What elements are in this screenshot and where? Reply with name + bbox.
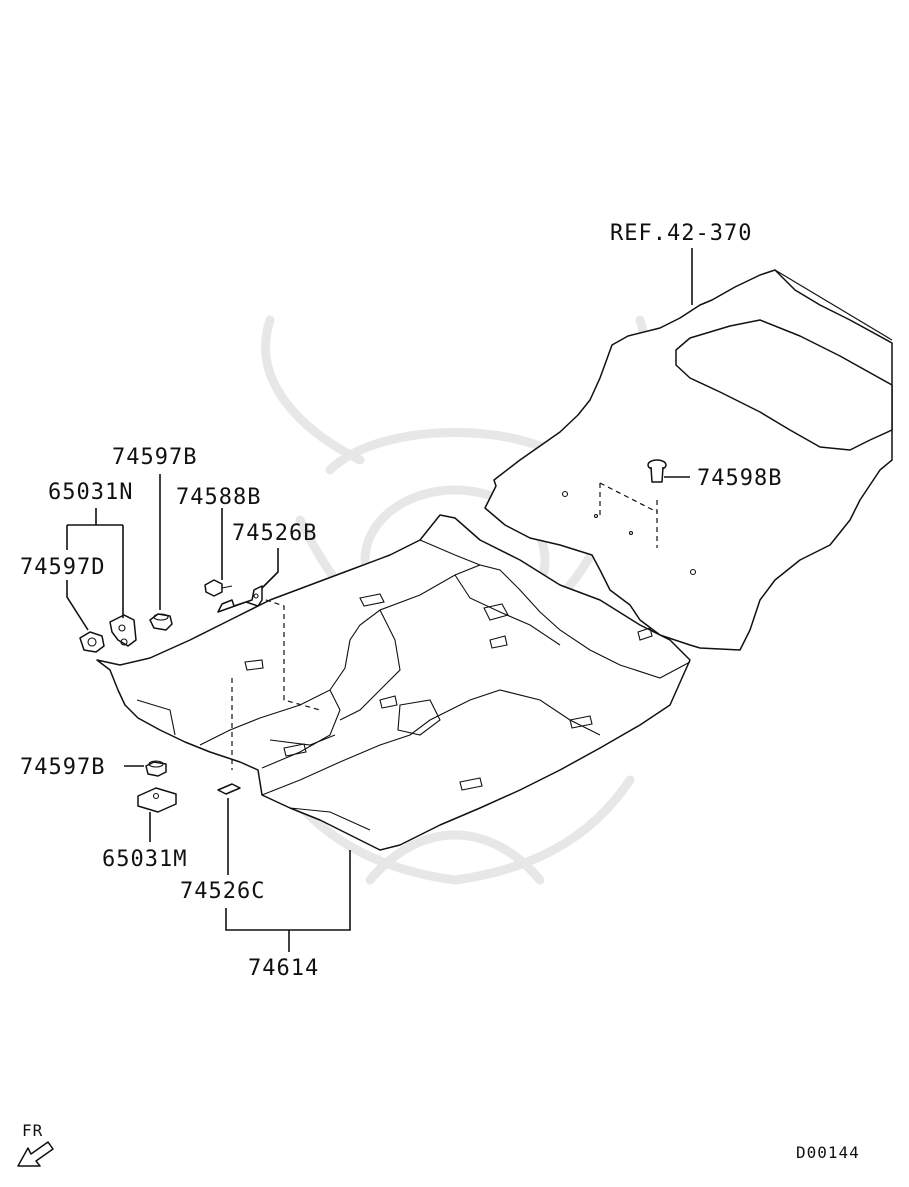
bracket-74526B — [217, 585, 263, 613]
front-label: FR — [22, 1121, 43, 1140]
callout-74526C: 74526C — [180, 879, 265, 904]
floor-carpet — [96, 514, 691, 851]
clip-74598B — [647, 459, 667, 483]
callout-74597D: 74597D — [20, 555, 105, 580]
callout-ref: REF.42-370 — [610, 221, 752, 246]
plate-65031M — [137, 787, 177, 813]
clip-74597B-top — [149, 613, 173, 631]
callout-74588B: 74588B — [176, 485, 261, 510]
callout-65031M: 65031M — [102, 847, 187, 872]
clip-74597D — [79, 631, 105, 653]
callout-74598B: 74598B — [697, 466, 782, 491]
bracket-65031N — [109, 614, 137, 647]
clip-74597B-bottom — [145, 760, 167, 777]
callout-74614: 74614 — [248, 956, 319, 981]
fastener-parts — [79, 459, 667, 813]
bracket-74526C — [217, 783, 241, 795]
front-direction-indicator: FR — [17, 1121, 54, 1167]
callout-74526B: 74526B — [232, 521, 317, 546]
callout-74597B-bottom: 74597B — [20, 755, 105, 780]
leader-lines — [66, 248, 693, 952]
callout-74597B-top: 74597B — [112, 445, 197, 470]
front-arrow-icon — [17, 1141, 54, 1167]
callout-65031N: 65031N — [48, 480, 133, 505]
body-floor-panel — [484, 269, 893, 651]
screw-74588B — [204, 579, 233, 597]
drawing-id: D00144 — [796, 1143, 860, 1162]
part-labels: REF.42-370 74597B 65031N 74588B 74526B 7… — [20, 221, 782, 981]
